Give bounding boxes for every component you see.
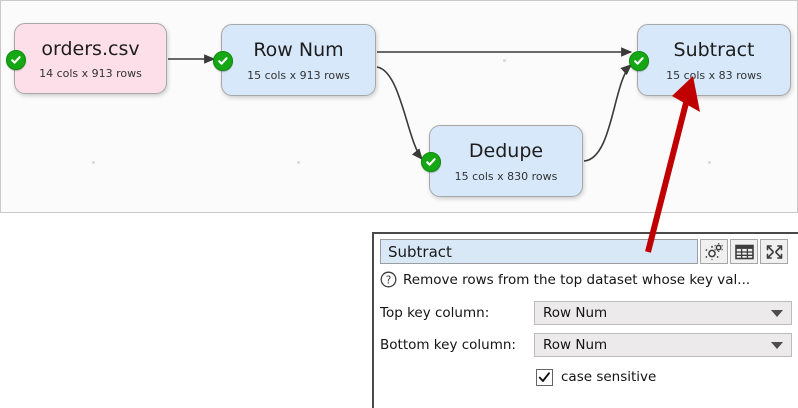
node-subtitle: 15 cols x 83 rows xyxy=(666,68,762,82)
case-sensitive-row: case sensitive xyxy=(380,365,798,389)
status-ok-icon xyxy=(213,51,233,71)
node-name-input[interactable]: Subtract xyxy=(380,239,698,264)
node-row-num[interactable]: Row Num 15 cols x 913 rows xyxy=(213,24,376,96)
status-ok-icon xyxy=(421,152,441,172)
top-key-column-select[interactable]: Row Num xyxy=(534,301,792,325)
help-icon[interactable]: ? xyxy=(380,271,397,288)
grid-dot xyxy=(92,161,95,164)
node-orders-csv[interactable]: orders.csv 14 cols x 913 rows xyxy=(6,23,167,94)
description-text: Remove rows from the top dataset whose k… xyxy=(403,271,751,288)
node-title: Subtract xyxy=(673,39,755,62)
svg-text:?: ? xyxy=(386,274,392,286)
gears-icon xyxy=(704,243,724,260)
settings-button[interactable] xyxy=(700,239,728,264)
grid-dot xyxy=(708,161,711,164)
case-sensitive-control[interactable]: case sensitive xyxy=(536,368,657,386)
node-subtract[interactable]: Subtract 15 cols x 83 rows xyxy=(629,24,791,96)
table-view-button[interactable] xyxy=(730,239,758,264)
chevron-down-icon xyxy=(771,309,783,317)
node-subtitle: 15 cols x 830 rows xyxy=(454,169,558,183)
status-ok-icon xyxy=(6,49,26,70)
node-subtitle: 15 cols x 913 rows xyxy=(247,68,350,82)
connector-layer xyxy=(168,47,633,162)
node-subtitle: 14 cols x 913 rows xyxy=(39,67,142,81)
node-dedupe[interactable]: Dedupe 15 cols x 830 rows xyxy=(421,125,583,197)
description-row: ? Remove rows from the top dataset whose… xyxy=(380,271,750,288)
top-key-column-row: Top key column: Row Num xyxy=(380,301,798,325)
status-ok-icon xyxy=(629,51,649,71)
node-title: Dedupe xyxy=(468,140,544,163)
case-sensitive-label: case sensitive xyxy=(561,369,657,385)
grid-dot xyxy=(503,59,506,62)
table-icon xyxy=(734,244,754,260)
node-title: orders.csv xyxy=(41,37,140,60)
panel-title-row: Subtract xyxy=(380,239,798,264)
top-key-column-value: Row Num xyxy=(543,305,608,321)
node-title: Row Num xyxy=(253,39,344,62)
bottom-key-column-value: Row Num xyxy=(543,337,608,353)
chevron-down-icon xyxy=(771,341,783,349)
properties-panel: Subtract xyxy=(372,232,798,408)
flow-canvas[interactable]: orders.csv 14 cols x 913 rows Row Num 15… xyxy=(0,0,798,213)
bottom-key-column-row: Bottom key column: Row Num xyxy=(380,333,798,357)
grid-dot xyxy=(297,161,300,164)
bottom-key-column-select[interactable]: Row Num xyxy=(534,333,792,357)
expand-icon xyxy=(765,243,784,260)
expand-button[interactable] xyxy=(760,239,788,264)
top-key-column-label: Top key column: xyxy=(380,305,490,321)
case-sensitive-checkbox[interactable] xyxy=(536,368,553,386)
bottom-key-column-label: Bottom key column: xyxy=(380,337,516,353)
edge-dedupe-to-subtract xyxy=(583,64,632,162)
check-icon xyxy=(538,371,550,382)
edge-rownum-to-dedupe xyxy=(376,66,423,160)
